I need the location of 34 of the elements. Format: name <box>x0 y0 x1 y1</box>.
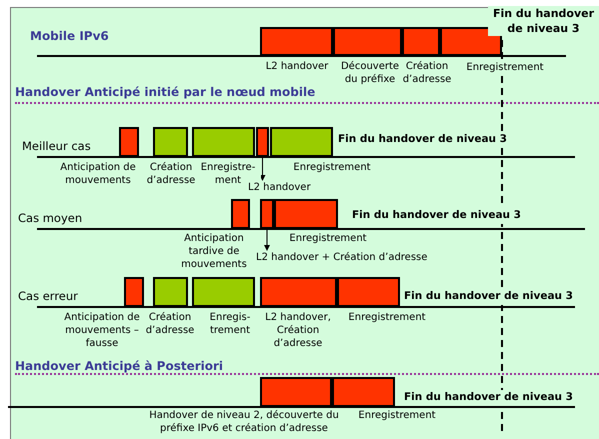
timeline-bar <box>337 277 400 307</box>
timeline-bar <box>270 127 333 157</box>
timeline-bar <box>402 27 440 56</box>
step-label: L2 handover <box>248 181 311 194</box>
timeline-bar <box>153 127 188 157</box>
arrow <box>260 158 266 181</box>
end-note: Fin du handover de niveau 3 <box>488 6 599 36</box>
section-title: Handover Anticipé initié par le nœud mobile <box>15 84 316 101</box>
timeline-bar <box>231 199 250 229</box>
timeline-bar <box>260 199 274 229</box>
row-label: Cas moyen <box>18 210 82 227</box>
timeline-bar <box>153 277 188 307</box>
timeline-bar <box>333 27 402 56</box>
end-note: Fin du handover de niveau 3 <box>404 289 573 305</box>
row-label: Meilleur cas <box>22 138 91 155</box>
timeline-bar <box>274 199 338 229</box>
timeline-bar <box>192 127 255 157</box>
end-note: Fin du handover de niveau 3 <box>404 390 573 406</box>
arrow <box>264 230 270 251</box>
timeline-bar <box>256 127 269 157</box>
row-label: Cas erreur <box>18 288 78 305</box>
timeline-bar <box>192 277 255 307</box>
timeline-bar <box>260 27 333 56</box>
timeline-bar <box>260 277 337 307</box>
timeline-bar <box>119 127 139 157</box>
section-title: Handover Anticipé à Posteriori <box>15 358 224 375</box>
timeline-bar <box>332 377 395 407</box>
timeline-bar <box>124 277 144 307</box>
timeline-bar <box>260 377 332 407</box>
step-label: L2 handover + Création d’adresse <box>256 251 428 264</box>
timeline-bar <box>440 27 502 56</box>
section-title: Mobile IPv6 <box>30 28 109 45</box>
step-caption: Découverte du préfixe <box>339 60 401 86</box>
end-note: Fin du handover de niveau 3 <box>352 208 521 224</box>
